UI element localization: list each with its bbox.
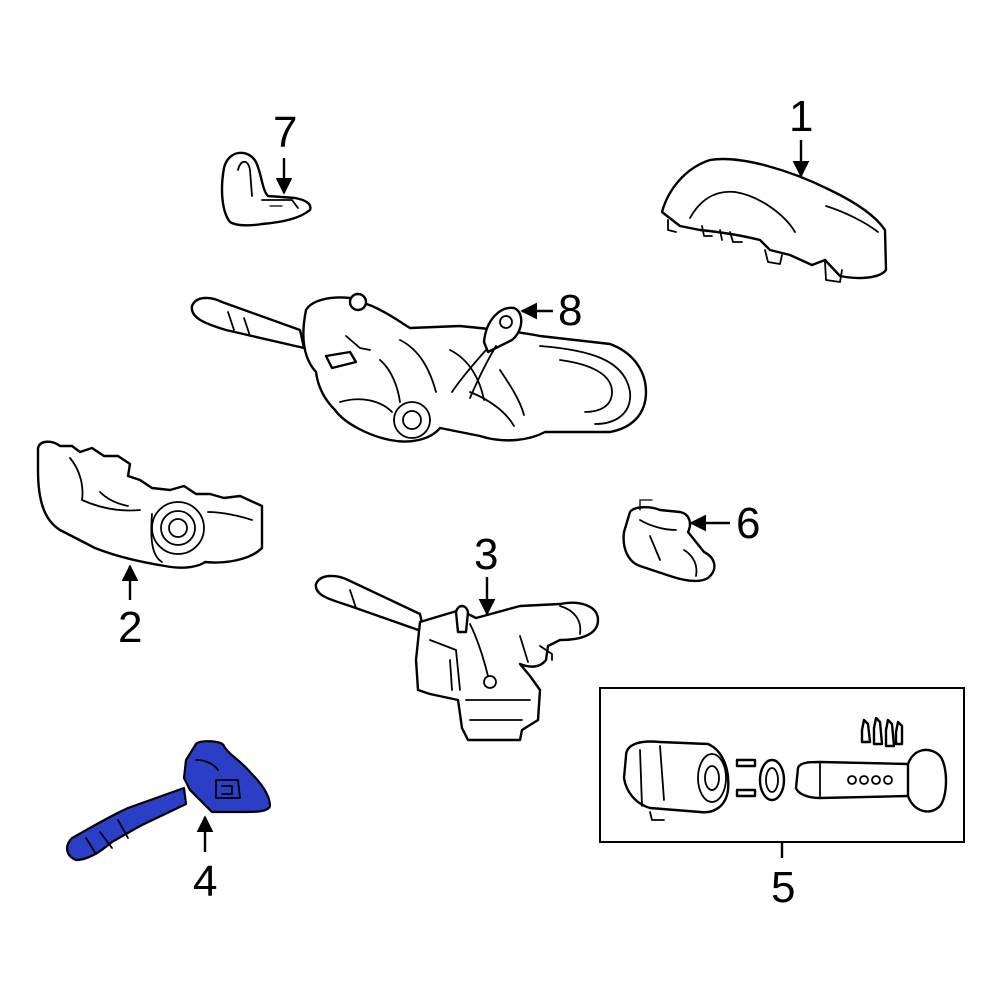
callout-2: 2 (118, 603, 143, 652)
callout-6: 6 (736, 499, 761, 548)
callout-1: 1 (789, 92, 814, 141)
part-1-upper-column-cover[interactable] (660, 157, 888, 283)
callout-5: 5 (771, 863, 796, 912)
part-3-combination-switch[interactable] (314, 574, 600, 742)
part-8-steering-column-assembly[interactable] (190, 292, 648, 443)
part-6-switch-module[interactable] (622, 499, 716, 583)
part-7-lever-knob[interactable] (220, 151, 312, 227)
part-5-kit-box (599, 687, 965, 843)
callout-8: 8 (558, 286, 583, 335)
callout-3: 3 (474, 530, 499, 579)
part-4-turn-signal-switch[interactable] (66, 740, 272, 862)
part-5-ignition-lock-cylinder[interactable] (622, 716, 948, 821)
part-2-lower-column-cover[interactable] (36, 440, 264, 569)
callout-7: 7 (273, 108, 298, 157)
callout-4: 4 (193, 857, 218, 906)
